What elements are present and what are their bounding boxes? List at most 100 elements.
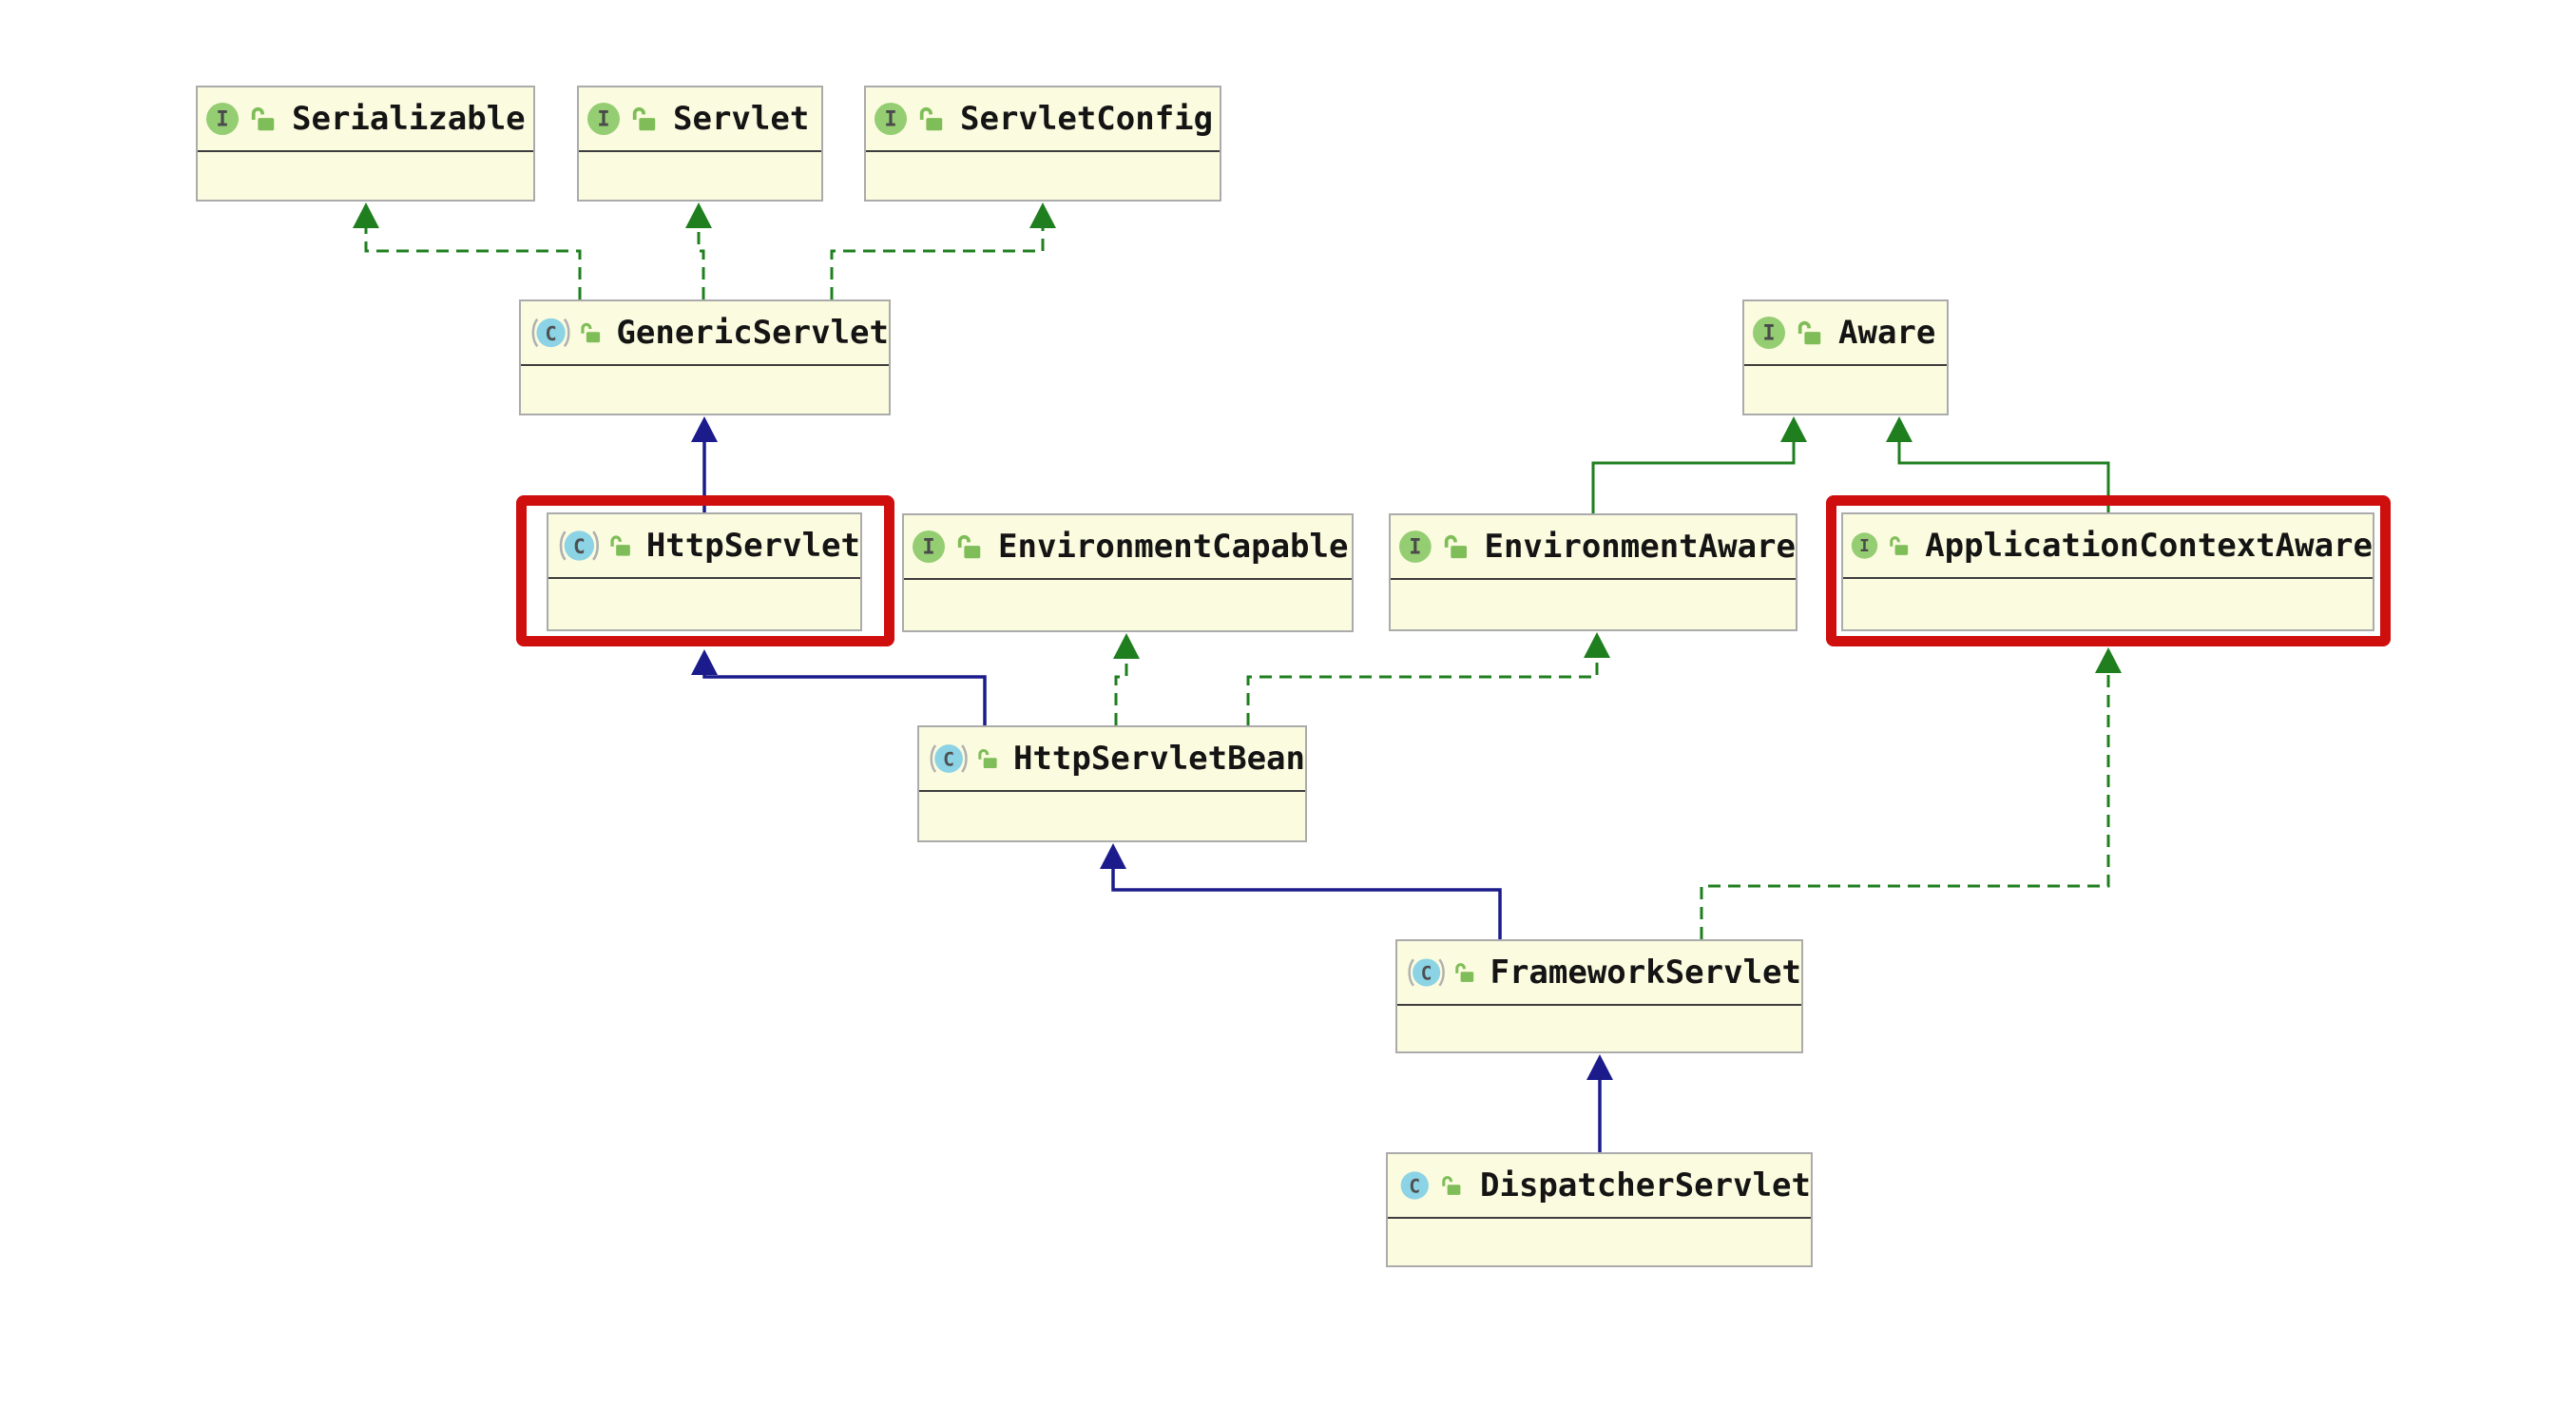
open-lock-icon	[957, 534, 981, 559]
uml-node-httpservlet[interactable]: C HttpServlet	[547, 512, 862, 631]
fields-compartment	[1397, 1004, 1801, 1051]
node-title-row: C HttpServlet	[548, 514, 860, 577]
abstract-class-icon: C	[1408, 958, 1445, 987]
svg-text:I: I	[216, 108, 228, 132]
open-lock-icon	[978, 748, 997, 769]
open-lock-icon	[251, 106, 275, 131]
fields-compartment	[1843, 577, 2373, 629]
fields-compartment	[579, 150, 821, 200]
node-title-row: C FrameworkServlet	[1397, 941, 1801, 1004]
extends-arrowhead	[691, 649, 718, 675]
edge-genericservlet-implements-servlet[interactable]	[685, 202, 712, 299]
class-name-label: Aware	[1838, 314, 1936, 352]
fields-compartment	[1744, 364, 1947, 414]
class-name-label: FrameworkServlet	[1490, 954, 1801, 992]
implements-arrowhead	[1584, 632, 1610, 658]
implements-arrowhead	[353, 202, 379, 228]
interface-icon: I	[587, 103, 620, 135]
uml-node-httpservletbean[interactable]: C HttpServletBean	[917, 725, 1307, 842]
svg-text:I: I	[597, 108, 609, 132]
class-name-label: DispatcherServlet	[1480, 1166, 1811, 1205]
fields-compartment	[1391, 578, 1796, 629]
edge-httpservletbean-extends-httpservlet[interactable]	[691, 649, 987, 725]
node-title-row: C DispatcherServlet	[1388, 1154, 1811, 1217]
edge-environmentaware-extends-aware[interactable]	[1591, 416, 1807, 513]
fields-compartment	[548, 577, 860, 629]
svg-text:C: C	[546, 322, 557, 345]
svg-text:C: C	[573, 535, 586, 558]
class-name-label: ServletConfig	[960, 100, 1214, 138]
open-lock-icon	[581, 322, 601, 343]
node-title-row: I Aware	[1744, 301, 1947, 364]
edge-httpservletbean-implements-environmentaware[interactable]	[1246, 632, 1610, 725]
extends-arrowhead	[691, 416, 718, 442]
edge-frameworkservlet-implements-applicationcontextaware[interactable]	[1700, 647, 2122, 939]
selection-highlight-applicationcontextaware	[1826, 495, 2391, 646]
node-title-row: I Serializable	[198, 87, 533, 150]
svg-text:C: C	[943, 748, 954, 770]
uml-node-environmentaware[interactable]: I EnvironmentAware	[1389, 513, 1797, 631]
edge-frameworkservlet-extends-httpservletbean[interactable]	[1100, 843, 1502, 939]
svg-text:I: I	[1762, 322, 1775, 346]
uml-node-applicationcontextaware[interactable]: I ApplicationContextAware	[1841, 512, 2374, 631]
uml-node-genericservlet[interactable]: C GenericServlet	[519, 299, 891, 415]
open-lock-icon	[1444, 534, 1467, 559]
extends-arrowhead	[1100, 843, 1126, 869]
open-lock-icon	[1797, 320, 1821, 345]
svg-text:I: I	[1859, 537, 1870, 556]
abstract-class-icon: C	[531, 318, 570, 348]
uml-node-environmentcapable[interactable]: I EnvironmentCapable	[902, 513, 1354, 632]
class-icon: C	[1400, 1171, 1429, 1200]
open-lock-icon	[610, 535, 630, 556]
abstract-class-icon: C	[930, 744, 968, 773]
class-name-label: GenericServlet	[616, 314, 889, 352]
open-lock-icon	[919, 106, 943, 131]
edge-genericservlet-implements-servletconfig[interactable]	[830, 202, 1056, 299]
implements-arrowhead	[2095, 647, 2122, 673]
open-lock-icon	[1890, 536, 1909, 555]
node-title-row: I EnvironmentCapable	[904, 515, 1352, 578]
uml-node-aware[interactable]: I Aware	[1742, 299, 1949, 415]
class-name-label: EnvironmentAware	[1484, 528, 1796, 566]
class-name-label: ApplicationContextAware	[1925, 527, 2373, 565]
fields-compartment	[904, 578, 1352, 630]
node-title-row: I EnvironmentAware	[1391, 515, 1796, 578]
implements-arrowhead	[685, 202, 712, 228]
extends-arrowhead	[1886, 416, 1913, 442]
node-title-row: C HttpServletBean	[919, 727, 1305, 790]
svg-text:I: I	[1409, 535, 1421, 559]
fields-compartment	[1388, 1217, 1811, 1265]
open-lock-icon	[1441, 1176, 1460, 1195]
fields-compartment	[866, 150, 1220, 200]
uml-node-serializable[interactable]: I Serializable	[196, 86, 535, 202]
uml-node-frameworkservlet[interactable]: C FrameworkServlet	[1395, 939, 1803, 1053]
svg-text:I: I	[922, 536, 934, 560]
interface-icon: I	[1753, 317, 1785, 349]
implements-arrowhead	[1029, 202, 1056, 228]
fields-compartment	[919, 790, 1305, 840]
uml-node-dispatcherservlet[interactable]: C DispatcherServlet	[1386, 1152, 1813, 1267]
node-title-row: I ApplicationContextAware	[1843, 514, 2373, 577]
edge-httpservletbean-implements-environmentcapable[interactable]	[1113, 633, 1140, 725]
svg-text:C: C	[1409, 1175, 1420, 1197]
node-title-row: C GenericServlet	[521, 301, 889, 364]
implements-arrowhead	[1113, 633, 1140, 659]
abstract-class-icon: C	[559, 530, 600, 561]
uml-node-servlet[interactable]: I Servlet	[577, 86, 823, 202]
node-title-row: I ServletConfig	[866, 87, 1220, 150]
edge-applicationcontextaware-extends-aware[interactable]	[1886, 416, 2110, 512]
interface-icon: I	[206, 103, 239, 135]
edge-genericservlet-implements-serializable[interactable]	[353, 202, 582, 299]
svg-text:C: C	[1421, 962, 1432, 984]
edge-dispatcherservlet-extends-frameworkservlet[interactable]	[1586, 1054, 1613, 1152]
selection-highlight-httpservlet	[516, 495, 894, 646]
class-name-label: HttpServletBean	[1012, 740, 1305, 778]
class-name-label: EnvironmentCapable	[998, 528, 1349, 566]
uml-node-servletconfig[interactable]: I ServletConfig	[864, 86, 1221, 202]
interface-icon: I	[1398, 530, 1432, 563]
class-name-label: HttpServlet	[645, 527, 860, 565]
interface-icon: I	[875, 103, 907, 135]
node-title-row: I Servlet	[579, 87, 821, 150]
